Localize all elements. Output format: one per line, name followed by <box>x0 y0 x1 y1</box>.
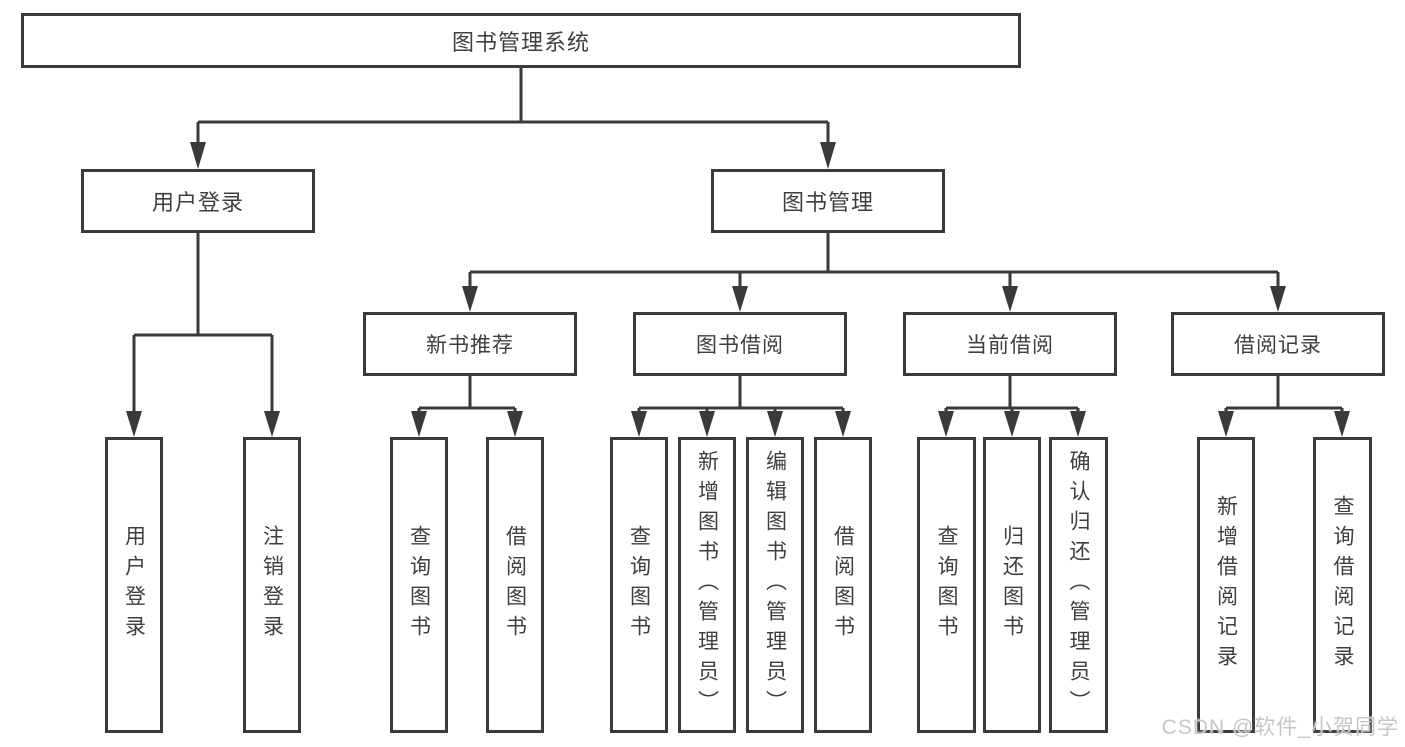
leaf-add-borrow-record: 新增借阅记录 <box>1197 437 1255 733</box>
leaf-return-books: 归还图书 <box>983 437 1041 733</box>
leaf-edit-books-admin: 编辑图书（管理员） <box>746 437 804 733</box>
leaf-query-books-rec: 查询图书 <box>390 437 448 733</box>
node-current-borrowing: 当前借阅 <box>903 312 1117 376</box>
node-new-book-recommendation: 新书推荐 <box>363 312 577 376</box>
leaf-query-borrow-record: 查询借阅记录 <box>1313 437 1372 733</box>
node-book-borrowing: 图书借阅 <box>633 312 847 376</box>
leaf-return-books-label: 归还图书 <box>1000 525 1024 645</box>
leaf-confirm-return-admin: 确认归还（管理员） <box>1049 437 1108 733</box>
leaf-query-books-borrow-label: 查询图书 <box>627 525 651 645</box>
leaf-add-borrow-record-label: 新增借阅记录 <box>1214 495 1238 675</box>
node-root-label: 图书管理系统 <box>451 29 590 55</box>
leaf-borrow-books-rec-label: 借阅图书 <box>503 525 527 645</box>
leaf-borrow-books-label: 借阅图书 <box>831 525 855 645</box>
node-new-book-recommendation-label: 新书推荐 <box>426 334 514 357</box>
leaf-edit-books-admin-label: 编辑图书（管理员） <box>763 450 787 720</box>
node-book-borrowing-label: 图书借阅 <box>696 334 784 357</box>
leaf-query-books-rec-label: 查询图书 <box>407 525 431 645</box>
node-book-management-label: 图书管理 <box>781 190 874 215</box>
node-user-login-label: 用户登录 <box>151 190 244 215</box>
node-borrowing-records: 借阅记录 <box>1171 312 1385 376</box>
node-root-library-system: 图书管理系统 <box>21 13 1021 68</box>
node-book-management: 图书管理 <box>711 169 945 233</box>
arrowheads <box>126 142 1350 437</box>
leaf-add-books-admin-label: 新增图书（管理员） <box>695 450 719 720</box>
leaf-query-books-borrow: 查询图书 <box>610 437 668 733</box>
leaf-user-login: 用户登录 <box>105 437 163 733</box>
leaf-borrow-books-rec: 借阅图书 <box>486 437 544 733</box>
leaf-borrow-books: 借阅图书 <box>814 437 872 733</box>
leaf-logout: 注销登录 <box>243 437 301 733</box>
csdn-watermark: CSDN @软件_小贺同学 <box>1161 716 1399 739</box>
leaf-user-login-label: 用户登录 <box>122 525 146 645</box>
leaf-logout-label: 注销登录 <box>260 525 284 645</box>
node-user-login: 用户登录 <box>81 169 315 233</box>
leaf-confirm-return-admin-label: 确认归还（管理员） <box>1067 450 1090 720</box>
node-current-borrowing-label: 当前借阅 <box>966 334 1054 357</box>
node-borrowing-records-label: 借阅记录 <box>1234 334 1322 357</box>
leaf-query-books-current: 查询图书 <box>917 437 976 733</box>
leaf-query-books-current-label: 查询图书 <box>935 525 958 645</box>
leaf-add-books-admin: 新增图书（管理员） <box>678 437 736 733</box>
leaf-query-borrow-record-label: 查询借阅记录 <box>1331 495 1354 675</box>
